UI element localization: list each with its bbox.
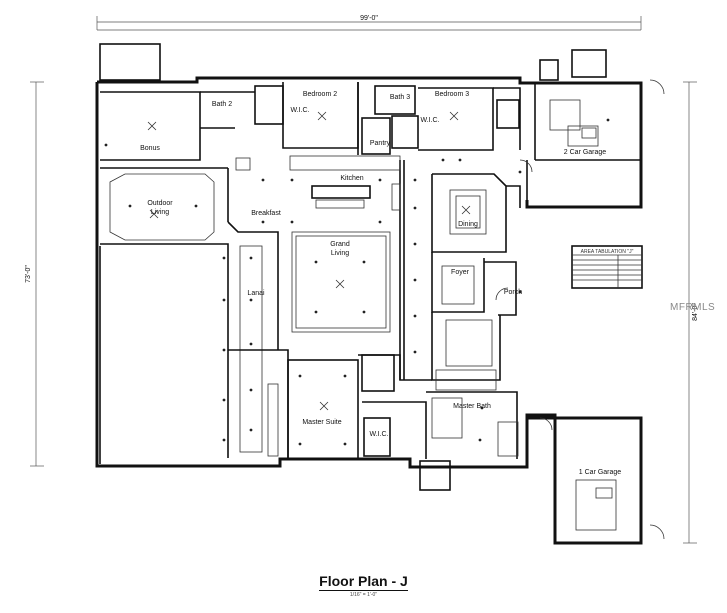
ceiling-fans	[147, 111, 613, 499]
room-master-bath-label: Master Bath	[453, 403, 491, 410]
interior-walls	[99, 82, 641, 531]
exterior-walls	[95, 43, 643, 545]
room-garage1-label: 1 Car Garage	[579, 469, 622, 476]
room-bath2-label: Bath 2	[212, 101, 232, 108]
room-garage2-label: 2 Car Garage	[564, 149, 607, 156]
room-outdoor-living-label-2: Living	[151, 209, 169, 216]
kitchen-fixtures	[235, 155, 401, 211]
dimension-height-right-label: 84'-0"	[692, 303, 699, 321]
room-outdoor-living-label-1: Outdoor	[147, 200, 173, 207]
area-tabulation-title: AREA TABULATION "J"	[581, 249, 634, 255]
floor-plan-scale: 1/16" = 1'-0"	[349, 592, 378, 598]
dimension-height-left-label: 73'-0"	[25, 265, 32, 283]
room-master-suite-label: Master Suite	[302, 419, 341, 426]
room-kitchen-label: Kitchen	[340, 175, 363, 182]
room-labels: Bonus Bath 2 W.I.C. Bedroom 2 Bath 3 Pan…	[140, 91, 621, 476]
room-porch-label: Porch	[504, 289, 522, 296]
room-pantry-label: Pantry	[370, 140, 391, 147]
room-lanai-label: Lanai	[247, 290, 265, 297]
room-dining-label: Dining	[458, 221, 478, 228]
room-wic2-label: W.I.C.	[420, 117, 439, 124]
room-bonus-label: Bonus	[140, 145, 160, 152]
dimension-lines	[30, 16, 697, 544]
room-breakfast-label: Breakfast	[251, 210, 281, 217]
room-bath3-label: Bath 3	[390, 94, 410, 101]
mfrmls-watermark: MFRMLS	[670, 302, 716, 313]
room-grand-living-label-1: Grand	[330, 241, 350, 248]
floor-plan-title-text: Floor Plan - J	[319, 573, 408, 591]
room-bedroom2-label: Bedroom 2	[303, 91, 337, 98]
room-grand-living-label-2: Living	[331, 250, 349, 257]
dimension-width-label: 99'-0"	[360, 15, 378, 22]
room-wic1-label: W.I.C.	[290, 107, 309, 114]
room-foyer-label: Foyer	[451, 269, 470, 276]
room-wic3-label: W.I.C.	[369, 431, 388, 438]
area-tabulation-table	[571, 245, 643, 289]
floor-plan-title: Floor Plan - J	[0, 573, 727, 591]
door-swings	[495, 79, 665, 540]
room-bedroom3-label: Bedroom 3	[435, 91, 469, 98]
ceiling-lights	[104, 118, 610, 446]
